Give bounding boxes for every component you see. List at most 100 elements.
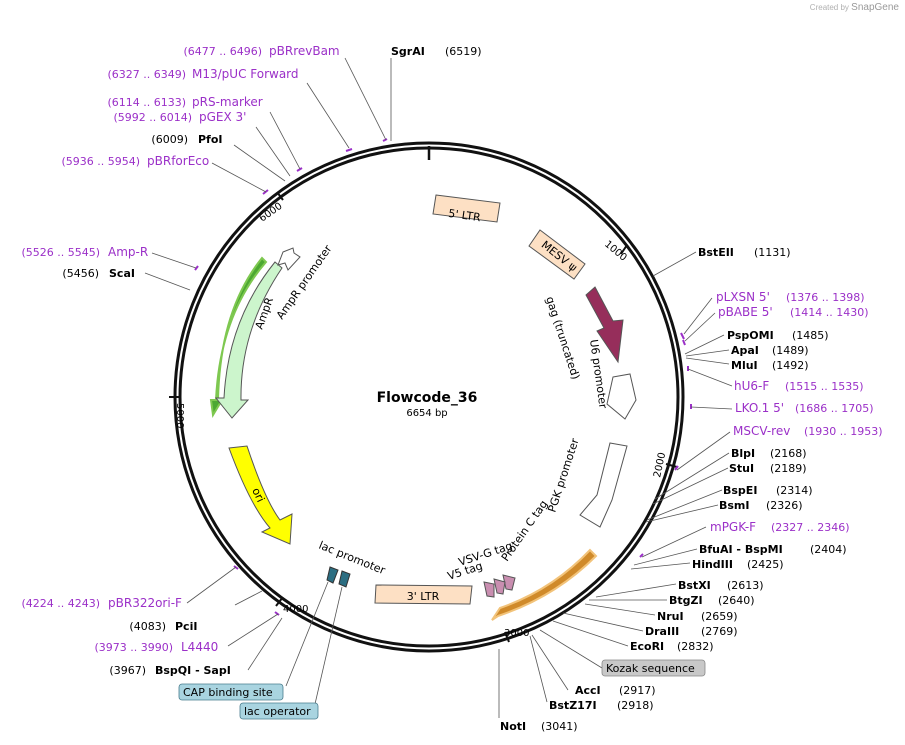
enzyme-bspqi-sapi[interactable]: BspQI - SapI — [155, 664, 231, 677]
primer-pbrrevbam[interactable]: pBRrevBam — [269, 44, 340, 58]
feature-lac-operator[interactable] — [338, 570, 351, 588]
tick-label-3000: 3000 — [504, 628, 529, 639]
primer-plxsn[interactable]: pLXSN 5' — [716, 290, 770, 304]
leader-nrui — [584, 603, 656, 616]
leader-apai — [685, 349, 730, 357]
enzyme-pcii[interactable]: PciI — [175, 620, 197, 633]
feature-vsv-g-tag[interactable] — [493, 578, 506, 595]
feature-orange-cds[interactable] — [491, 548, 598, 621]
enzyme-bsmi[interactable]: BsmI — [719, 499, 750, 512]
enzyme-mlui-pos: (1492) — [772, 359, 809, 372]
enzyme-stui[interactable]: StuI — [729, 462, 754, 475]
cap-binding-label: CAP binding site — [183, 686, 273, 699]
enzyme-bspei[interactable]: BspEI — [723, 484, 757, 497]
enzyme-draiii[interactable]: DraIII — [645, 625, 679, 638]
feature-3-ltr[interactable] — [374, 584, 473, 605]
feature-5-ltr[interactable] — [432, 194, 501, 223]
enzyme-bfuai-pos: (2404) — [810, 543, 847, 556]
plasmid-name: Flowcode_36 — [377, 390, 478, 406]
feature-label-pgk-promoter: PGK promoter — [545, 436, 581, 514]
feature-ampr[interactable] — [214, 261, 283, 419]
enzyme-bstxi-pos: (2613) — [727, 579, 764, 592]
plasmid-length: 6654 bp — [406, 408, 447, 419]
leader-hindiii — [630, 562, 691, 570]
enzyme-pfoi-pos: (6009) — [151, 133, 188, 146]
feature-v5-tag[interactable] — [483, 581, 495, 598]
leader-bstz17i — [529, 635, 548, 703]
cap-binding-box[interactable] — [178, 683, 284, 701]
leader-pbrforeco — [211, 162, 267, 193]
primer-pbrforeco[interactable]: pBRforEco — [147, 154, 209, 168]
tick-2000 — [665, 463, 678, 468]
leader-pbabe — [684, 312, 716, 342]
feature-cap-binding-site[interactable] — [326, 566, 339, 584]
leader-lac-operator — [314, 586, 343, 705]
left-labels: SgrAI (6519) (6477 .. 6496) pBRrevBam (6… — [21, 44, 482, 720]
position-ticks — [169, 191, 678, 643]
primer-plxsn-range: (1376 .. 1398) — [786, 291, 865, 304]
enzyme-draiii-pos: (2769) — [701, 625, 738, 638]
enzyme-btgzi[interactable]: BtgZI — [669, 594, 703, 607]
enzyme-blpi[interactable]: BlpI — [731, 447, 755, 460]
primer-prs-marker[interactable]: pRS-marker — [192, 95, 263, 109]
enzyme-acci[interactable]: AccI — [575, 684, 601, 697]
enzyme-bstz17i[interactable]: BstZ17I — [549, 699, 597, 712]
primer-amp-r[interactable]: Amp-R — [108, 245, 148, 259]
primer-hu6-f[interactable]: hU6-F — [734, 379, 769, 393]
feature-u6-promoter[interactable] — [606, 373, 637, 420]
enzyme-bsteii[interactable]: BstEII — [698, 246, 734, 259]
enzyme-sgrai[interactable]: SgrAI — [391, 45, 425, 58]
leader-bstxi — [595, 583, 677, 598]
primer-mscv-rev[interactable]: MSCV-rev — [733, 424, 790, 438]
leader-lko1 — [690, 406, 733, 410]
leader-bspei — [646, 489, 723, 521]
primer-lko1[interactable]: LKO.1 5' — [735, 401, 784, 415]
leader-m13 — [306, 82, 350, 149]
enzyme-bfuai-bspmi[interactable]: BfuAI - BspMI — [699, 543, 783, 556]
enzyme-hindiii-pos: (2425) — [747, 558, 784, 571]
primer-m13[interactable]: M13/pUC Forward — [192, 67, 299, 81]
enzyme-ecori[interactable]: EcoRI — [630, 640, 664, 653]
enzyme-bstxi[interactable]: BstXI — [678, 579, 711, 592]
leader-stui — [652, 467, 729, 505]
primer-pbabe[interactable]: pBABE 5' — [718, 305, 773, 319]
primer-mpgk-f[interactable]: mPGK-F — [710, 520, 756, 534]
primer-lko1-range: (1686 .. 1705) — [795, 402, 874, 415]
enzyme-apai[interactable]: ApaI — [731, 344, 759, 357]
tick-1000 — [620, 244, 628, 255]
enzyme-noti[interactable]: NotI — [500, 720, 526, 733]
leader-pgex3 — [255, 126, 291, 177]
primer-pgex3[interactable]: pGEX 3' — [199, 110, 246, 124]
leader-pbrrevbam — [344, 57, 387, 141]
leader-bsteii — [652, 251, 697, 277]
enzyme-mlui[interactable]: MluI — [731, 359, 758, 372]
leader-l4440 — [227, 613, 279, 647]
enzyme-pspomi[interactable]: PspOMI — [727, 329, 774, 342]
snapgene-credit: Created by SnapGene — [810, 2, 899, 13]
enzyme-nrui-pos: (2659) — [701, 610, 738, 623]
primer-mark-pbr322ori — [233, 565, 239, 570]
feature-label-lac-promoter: lac promoter — [317, 539, 388, 578]
feature-ampr-promoter[interactable] — [277, 247, 301, 271]
enzyme-hindiii[interactable]: HindIII — [692, 558, 733, 571]
enzyme-scai[interactable]: ScaI — [109, 267, 135, 280]
feature-mesv-psi[interactable] — [528, 229, 586, 280]
feature-ori[interactable] — [228, 445, 293, 545]
enzyme-pcii-pos: (4083) — [129, 620, 166, 633]
primer-pbr322ori[interactable]: pBR322ori-F — [108, 596, 182, 610]
feature-gag-truncated[interactable] — [585, 286, 624, 364]
primer-pgex3-range: (5992 .. 6014) — [113, 111, 192, 124]
feature-label-5-ltr: 5' LTR — [447, 207, 481, 224]
lac-operator-box[interactable] — [239, 702, 319, 720]
right-leader-lines — [498, 251, 733, 718]
feature-pgk-promoter[interactable] — [579, 442, 628, 528]
kozak-box[interactable] — [601, 659, 706, 677]
primer-pbrforeco-range: (5936 .. 5954) — [61, 155, 140, 168]
primer-l4440[interactable]: L4440 — [181, 640, 218, 654]
enzyme-acci-pos: (2917) — [619, 684, 656, 697]
leader-ecori — [552, 620, 629, 647]
enzyme-bsmi-pos: (2326) — [766, 499, 803, 512]
enzyme-nrui[interactable]: NruI — [657, 610, 684, 623]
primer-mark-mscv — [674, 465, 679, 471]
enzyme-pfoi[interactable]: PfoI — [198, 133, 223, 146]
